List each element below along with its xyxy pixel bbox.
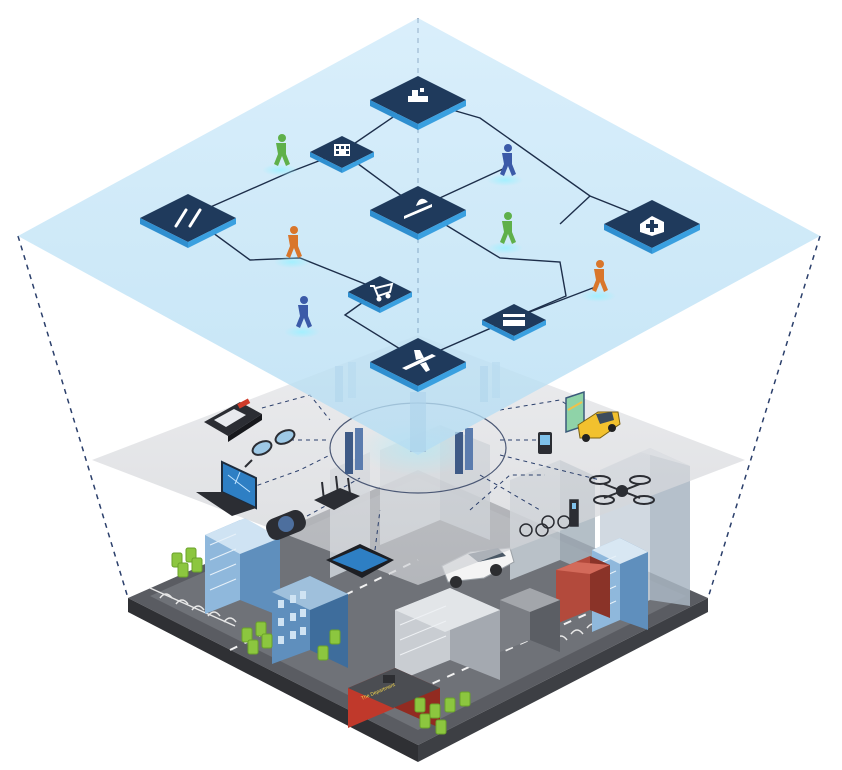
- credit-card-icon: [503, 314, 525, 326]
- parking-meter-icon: [538, 432, 552, 454]
- office-building-icon: [334, 144, 350, 156]
- service-network-plane: [18, 18, 820, 455]
